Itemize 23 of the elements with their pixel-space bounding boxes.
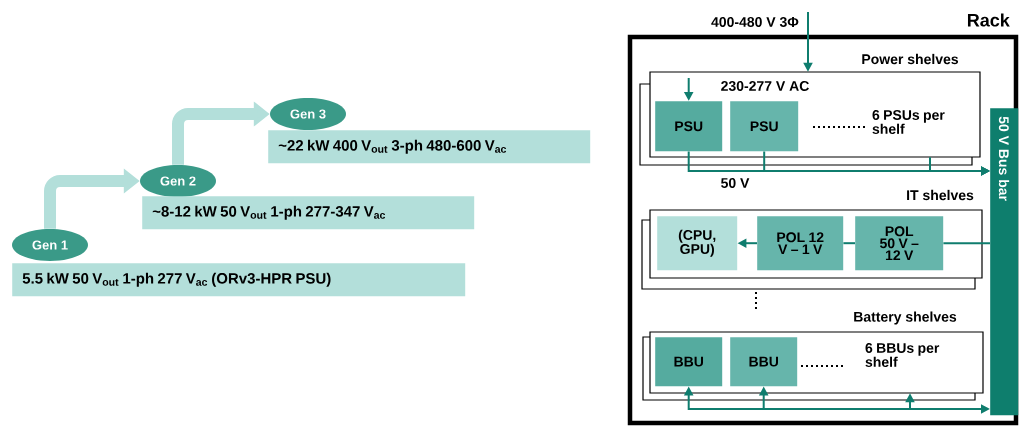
spec-band: 5.5 kW 50 V$_{out}$ 1-ph 277 V$_{ac}$ (ORv3-HPR PSU) (12, 263, 466, 297)
psu-box: PSU (655, 101, 723, 152)
shelf-title: Battery shelves (854, 311, 957, 325)
bus-bar-label: 50 V Bus bar (998, 116, 1010, 201)
edge-label: 50 V (719, 177, 751, 189)
load-box: (CPU, GPU) (657, 216, 738, 271)
shelf-note: 6 PSUs per shelf (872, 110, 945, 134)
shelf-title: IT shelves (907, 189, 974, 201)
generation-oval: Gen 3 (270, 98, 346, 130)
rack-title: Rack (967, 13, 1010, 27)
converter-box: POL 50 V – 12 V (855, 216, 944, 271)
psu-box: PSU (730, 101, 799, 152)
shelf-note: 230-277 V AC (721, 81, 809, 91)
spec-band: ~22 kW 400 V$_{out}$ 3-ph 480-600 V$_{ac}$ (268, 130, 591, 164)
edge-label: 400-480 V 3Φ (710, 16, 800, 28)
bbu-box: BBU (730, 337, 798, 387)
shelf-title: Power shelves (862, 53, 959, 65)
spec-band: ~8-12 kW 50 V$_{out}$ 1-ph 277-347 V$_{ac}$ (142, 196, 475, 230)
converter-box: POL 12 V – 1 V (757, 216, 844, 271)
bbu-box: BBU (655, 337, 723, 387)
generation-oval: Gen 2 (140, 165, 216, 197)
generation-oval: Gen 1 (12, 229, 88, 261)
shelf-note: 6 BBUs per shelf (865, 343, 940, 367)
